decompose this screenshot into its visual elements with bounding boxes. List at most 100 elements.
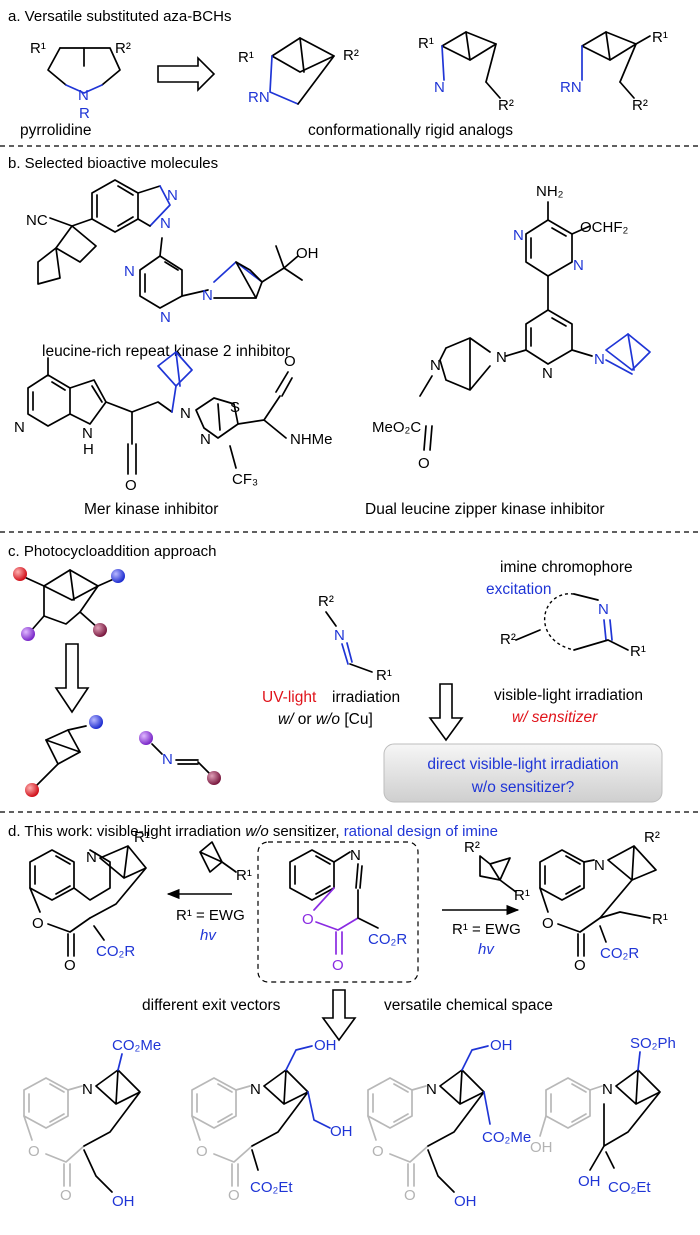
label-r1: R¹ — [134, 829, 150, 846]
label-n: N — [434, 79, 445, 96]
pyrrolidine-caption: pyrrolidine — [20, 122, 92, 139]
right-hv: hv — [478, 941, 495, 958]
label-r1: R¹ — [30, 40, 46, 57]
label-o: O — [284, 353, 296, 370]
label-n: N — [594, 351, 605, 368]
label-n: N — [602, 1081, 613, 1098]
label-oh: OH — [296, 245, 319, 262]
section-d-title: d. This work: visible-light irradiation … — [8, 823, 498, 840]
label-n: N — [180, 405, 191, 422]
imine-highlight-box — [257, 841, 419, 983]
open-arrow-down-icon — [321, 989, 357, 1042]
label-r2: R² — [115, 40, 131, 57]
label-n: N — [202, 287, 213, 304]
label-o: O — [302, 911, 314, 928]
label-n: N — [513, 227, 524, 244]
label-o: O — [332, 957, 344, 974]
label-n: N — [160, 309, 171, 326]
derivative-1-structure: O O N CO₂Me OH — [23, 1037, 161, 1210]
sensitizer-label: w/ sensitizer — [512, 709, 598, 726]
w-text: w/ — [278, 711, 295, 728]
label-nc: NC — [26, 212, 48, 229]
rigid-analogs-caption: conformationally rigid analogs — [308, 122, 513, 139]
label-n: N — [350, 847, 361, 864]
label-oh: OH — [530, 1139, 553, 1156]
label-n: N — [200, 431, 211, 448]
label-n: N — [167, 187, 178, 204]
purple-ball-icon — [21, 627, 35, 641]
maroon-ball-icon — [207, 771, 221, 785]
label-meo2c: MeO₂C — [372, 419, 421, 436]
pyrrolidine-structure: R¹ R² N R — [30, 40, 131, 122]
label-oh: OH — [454, 1193, 477, 1210]
label-n: N — [430, 357, 441, 374]
uv-light-label: UV-light — [262, 689, 317, 706]
left-condition: R¹ = EWG — [176, 907, 245, 924]
label-co2et: CO₂Et — [250, 1179, 293, 1196]
title-part-1: d. This work: visible-light irradiation — [8, 823, 245, 840]
label-cf3: CF₃ — [232, 471, 258, 488]
label-r2: R² — [343, 47, 359, 64]
label-o: O — [228, 1187, 240, 1204]
label-r2: R² — [632, 97, 648, 114]
aza-bch-analog-1: R¹ R² RN — [238, 37, 359, 106]
label-r: R — [79, 105, 90, 122]
blue-ball-icon — [111, 569, 125, 583]
label-r1: R¹ — [630, 643, 646, 660]
open-arrow-down-icon — [54, 643, 90, 714]
right-product-structure: N R² O O R¹ CO₂R — [539, 829, 668, 974]
open-arrow-right-icon — [157, 56, 216, 92]
label-so2ph: SO₂Ph — [630, 1035, 676, 1052]
label-co2r: CO₂R — [600, 945, 639, 962]
label-o: O — [28, 1143, 40, 1160]
aza-bch-analog-2: R¹ N R² — [418, 31, 514, 114]
label-n: N — [334, 627, 345, 644]
label-co2r: CO₂R — [96, 943, 135, 960]
bicyclic-scaffold-cartoon — [13, 567, 125, 641]
label-n: N — [573, 257, 584, 274]
label-n: N — [160, 215, 171, 232]
lrrk2-caption: leucine-rich repeat kinase 2 inhibitor — [42, 343, 290, 360]
label-co2r: CO₂R — [368, 931, 407, 948]
label-n: N — [426, 1081, 437, 1098]
label-nhme: NHMe — [290, 431, 333, 448]
bicyclobutane-cartoon — [25, 715, 103, 797]
label-o: O — [574, 957, 586, 974]
chemical-space-caption: versatile chemical space — [384, 997, 553, 1014]
label-o: O — [125, 477, 137, 494]
label-r2: R² — [500, 631, 516, 648]
chromophore-label: imine chromophore — [500, 559, 633, 576]
label-r1: R¹ — [236, 867, 252, 884]
label-n: N — [496, 349, 507, 366]
generic-imine-structure: R² N R¹ — [318, 593, 392, 684]
question-box — [383, 743, 663, 803]
right-condition: R¹ = EWG — [452, 921, 521, 938]
label-ochf2: OCHF₂ — [580, 219, 628, 236]
label-o: O — [372, 1143, 384, 1160]
label-r1: R¹ — [514, 887, 530, 904]
label-oh: OH — [578, 1173, 601, 1190]
label-oh: OH — [314, 1037, 337, 1054]
label-r2: R² — [498, 97, 514, 114]
blue-ball-icon — [89, 715, 103, 729]
label-h: H — [83, 441, 94, 458]
question-line-2: w/o sensitizer? — [471, 779, 575, 796]
label-n: N — [124, 263, 135, 280]
label-n: N — [14, 419, 25, 436]
label-co2me: CO₂Me — [482, 1129, 531, 1146]
label-r1: R¹ — [376, 667, 392, 684]
section-b-title: b. Selected bioactive molecules — [8, 155, 218, 172]
label-r2: R² — [464, 839, 480, 856]
label-oh: OH — [112, 1193, 135, 1210]
title-part-4: rational design of imine — [344, 823, 498, 840]
label-n: N — [86, 849, 97, 866]
label-n: N — [78, 87, 89, 104]
label-r1: R¹ — [418, 35, 434, 52]
red-ball-icon — [25, 783, 39, 797]
section-c-title: c. Photocycloaddition approach — [8, 543, 216, 560]
cu-text: [Cu] — [340, 711, 373, 728]
label-o: O — [542, 915, 554, 932]
dlk-inhibitor-structure: NH₂ N N OCHF₂ N N N MeO₂C O N — [372, 183, 651, 472]
central-imine-structure: N O O CO₂R — [289, 847, 407, 974]
